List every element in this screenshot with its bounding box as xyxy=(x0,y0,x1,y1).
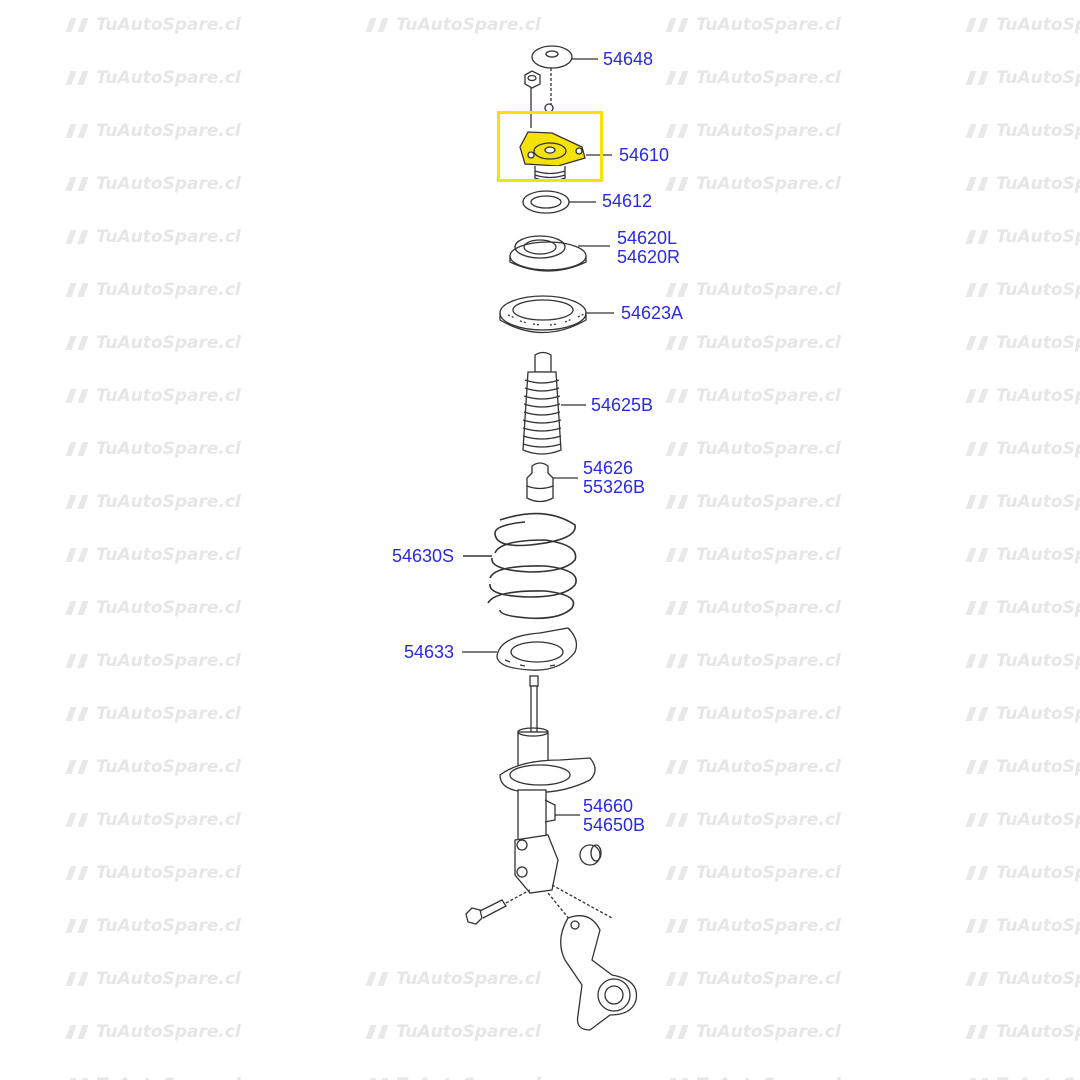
shock-absorber-part[interactable] xyxy=(499,675,596,894)
coil-spring-part[interactable] xyxy=(463,512,577,620)
dust-cap-part[interactable] xyxy=(531,45,598,110)
part-label-54630s[interactable]: 54630S xyxy=(392,546,455,566)
part-number-54620r: 54620R xyxy=(617,247,681,267)
dust-boot-part[interactable] xyxy=(522,351,586,455)
part-label-54626[interactable]: 54626 55326B xyxy=(583,459,645,497)
bolt-part[interactable] xyxy=(465,889,531,925)
spring-lower-pad-part[interactable] xyxy=(462,627,578,671)
spring-upper-seat-part[interactable] xyxy=(509,235,610,272)
part-number-54650b: 54650B xyxy=(583,815,646,835)
bearing-part[interactable] xyxy=(522,190,596,214)
nut-part[interactable] xyxy=(524,70,541,128)
part-label-54648[interactable]: 54648 xyxy=(603,49,654,69)
steering-knuckle-part[interactable] xyxy=(547,884,638,1031)
part-label-54623a[interactable]: 54623A xyxy=(621,303,684,323)
part-label-54612[interactable]: 54612 xyxy=(602,191,653,211)
part-label-54625b[interactable]: 54625B xyxy=(591,395,654,415)
bushing-part[interactable] xyxy=(579,844,602,866)
part-number-55326b: 55326B xyxy=(583,477,646,497)
part-number-54626: 54626 xyxy=(583,458,634,478)
highlight-box xyxy=(497,111,603,182)
spring-pad-part[interactable] xyxy=(499,295,614,334)
strut-mount-part[interactable] xyxy=(519,103,612,182)
part-number-54660: 54660 xyxy=(583,796,634,816)
bump-stopper-part[interactable] xyxy=(526,462,578,503)
part-number-54620l: 54620L xyxy=(617,228,678,248)
part-label-54633[interactable]: 54633 xyxy=(404,642,455,662)
part-label-54610[interactable]: 54610 xyxy=(619,145,670,165)
part-label-54660[interactable]: 54660 54650B xyxy=(583,797,645,835)
part-label-54620[interactable]: 54620L 54620R xyxy=(617,229,680,267)
